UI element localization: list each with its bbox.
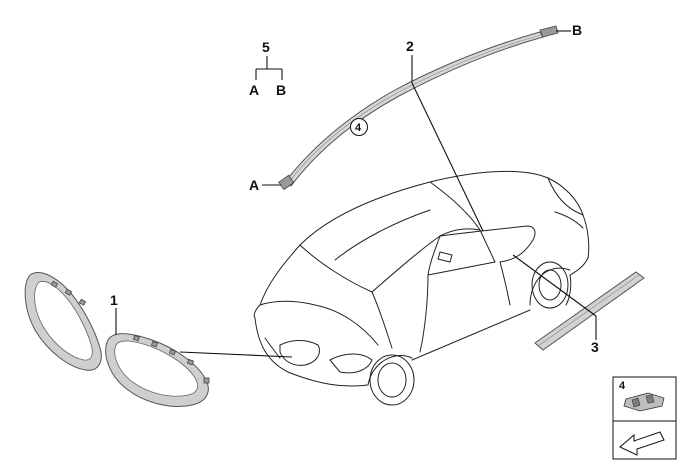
label-circled-4: 4 xyxy=(355,122,362,134)
grille-clips xyxy=(50,280,210,384)
label-5-b: B xyxy=(276,82,286,98)
leader-grille xyxy=(179,351,293,358)
label-end-b: B xyxy=(572,22,582,38)
end-clip-a xyxy=(278,174,295,191)
clip-part-icon xyxy=(623,392,665,412)
kidney-grille xyxy=(24,272,210,407)
reference-box: 4 xyxy=(612,376,677,460)
roof-trim-strip xyxy=(278,25,559,191)
circled-ref-marker xyxy=(350,118,368,136)
car-outline xyxy=(253,170,590,406)
label-end-a: A xyxy=(249,177,259,193)
label-5-a: A xyxy=(249,82,259,98)
label-part-2: 2 xyxy=(406,38,414,54)
label-part-5: 5 xyxy=(262,39,270,55)
label-box-4: 4 xyxy=(619,380,626,392)
leader-sill xyxy=(512,254,597,317)
label-part-3: 3 xyxy=(591,339,599,355)
label-part-1: 1 xyxy=(110,292,118,308)
part-5-set: 5 A B xyxy=(249,39,286,98)
strip-arrow-icon xyxy=(619,431,665,456)
leader-roof xyxy=(411,82,484,232)
end-clip-b xyxy=(539,25,559,38)
